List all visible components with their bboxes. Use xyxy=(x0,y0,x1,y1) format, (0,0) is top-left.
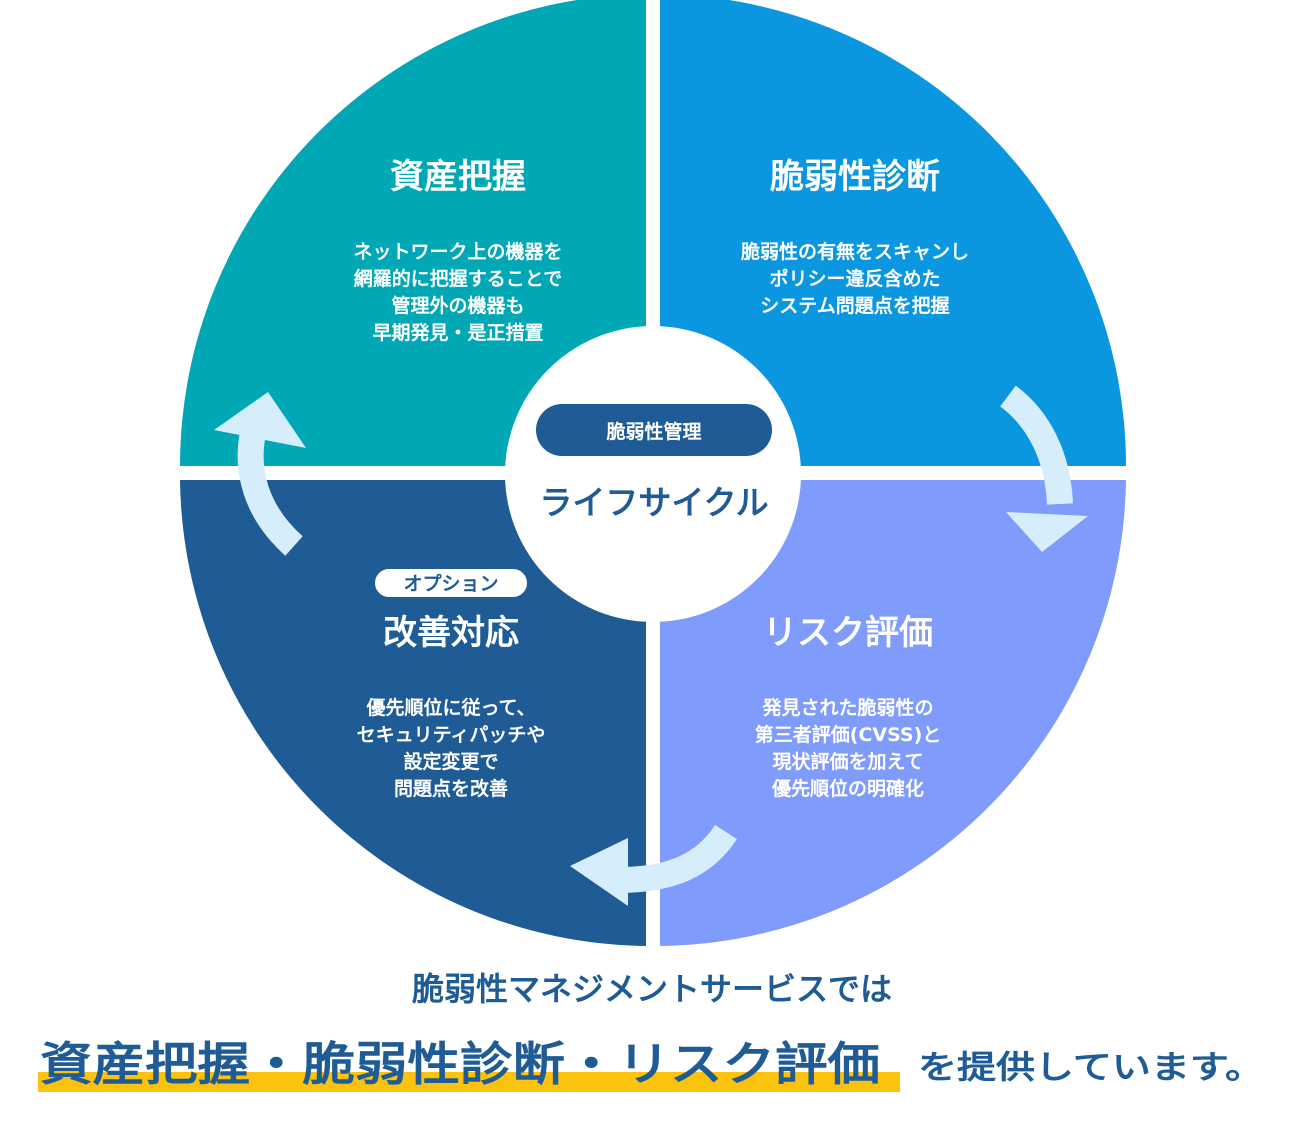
asset-desc-line-1: ネットワーク上の機器を xyxy=(353,240,562,263)
diagnosis-desc-line-1: 脆弱性の有無をスキャンし xyxy=(740,240,969,263)
risk-desc-line-3: 現状評価を加えて xyxy=(772,750,923,773)
center-pill xyxy=(536,404,772,456)
remediation-desc-line-4: 問題点を改善 xyxy=(394,777,508,800)
cycle-arrow-right xyxy=(999,385,1088,552)
option-badge xyxy=(373,567,529,599)
remediation-title: 改善対応 xyxy=(383,613,519,653)
asset-title: 資産把握 xyxy=(390,157,526,197)
bottom-tail-text: を提供しています。 xyxy=(918,1048,1264,1086)
quadrant-remediation xyxy=(180,480,646,946)
risk-title: リスク評価 xyxy=(763,613,933,653)
remediation-desc-line-1: 優先順位に従って、 xyxy=(365,696,535,719)
center-main-label: ライフサイクル xyxy=(539,483,768,522)
option-badge-label: オプション xyxy=(403,572,498,595)
bottom-highlight-text: 資産把握・脆弱性診断・リスク評価 xyxy=(40,1037,880,1091)
highlight-underline xyxy=(38,1072,900,1092)
risk-desc-line-2: 第三者評価(CVSS)と xyxy=(755,723,942,746)
bottom-lead-text: 脆弱性マネジメントサービスでは xyxy=(412,970,892,1008)
remediation-desc-line-3: 設定変更で xyxy=(403,750,498,773)
diagnosis-desc-line-2: ポリシー違反含めた xyxy=(769,267,940,290)
center-pill-label: 脆弱性管理 xyxy=(605,420,701,443)
asset-desc-line-3: 管理外の機器も xyxy=(391,294,524,317)
remediation-desc-line-2: セキュリティパッチや xyxy=(357,724,546,746)
diagnosis-desc-line-3: システム問題点を把握 xyxy=(760,294,949,317)
quadrant-diagnosis xyxy=(660,0,1126,466)
cycle-arrow-bottom xyxy=(570,824,737,906)
asset-desc-line-2: 網羅的に把握することで xyxy=(354,267,562,290)
risk-desc-line-4: 優先順位の明確化 xyxy=(771,777,924,800)
cycle-arrow-left xyxy=(214,392,306,556)
risk-desc-line-1: 発見された脆弱性の xyxy=(761,696,933,719)
diagnosis-title: 脆弱性診断 xyxy=(770,157,940,197)
quadrant-asset xyxy=(180,0,646,466)
asset-desc-line-4: 早期発見・是正措置 xyxy=(372,321,543,344)
quadrant-risk xyxy=(660,480,1126,946)
center-circle xyxy=(505,326,801,622)
